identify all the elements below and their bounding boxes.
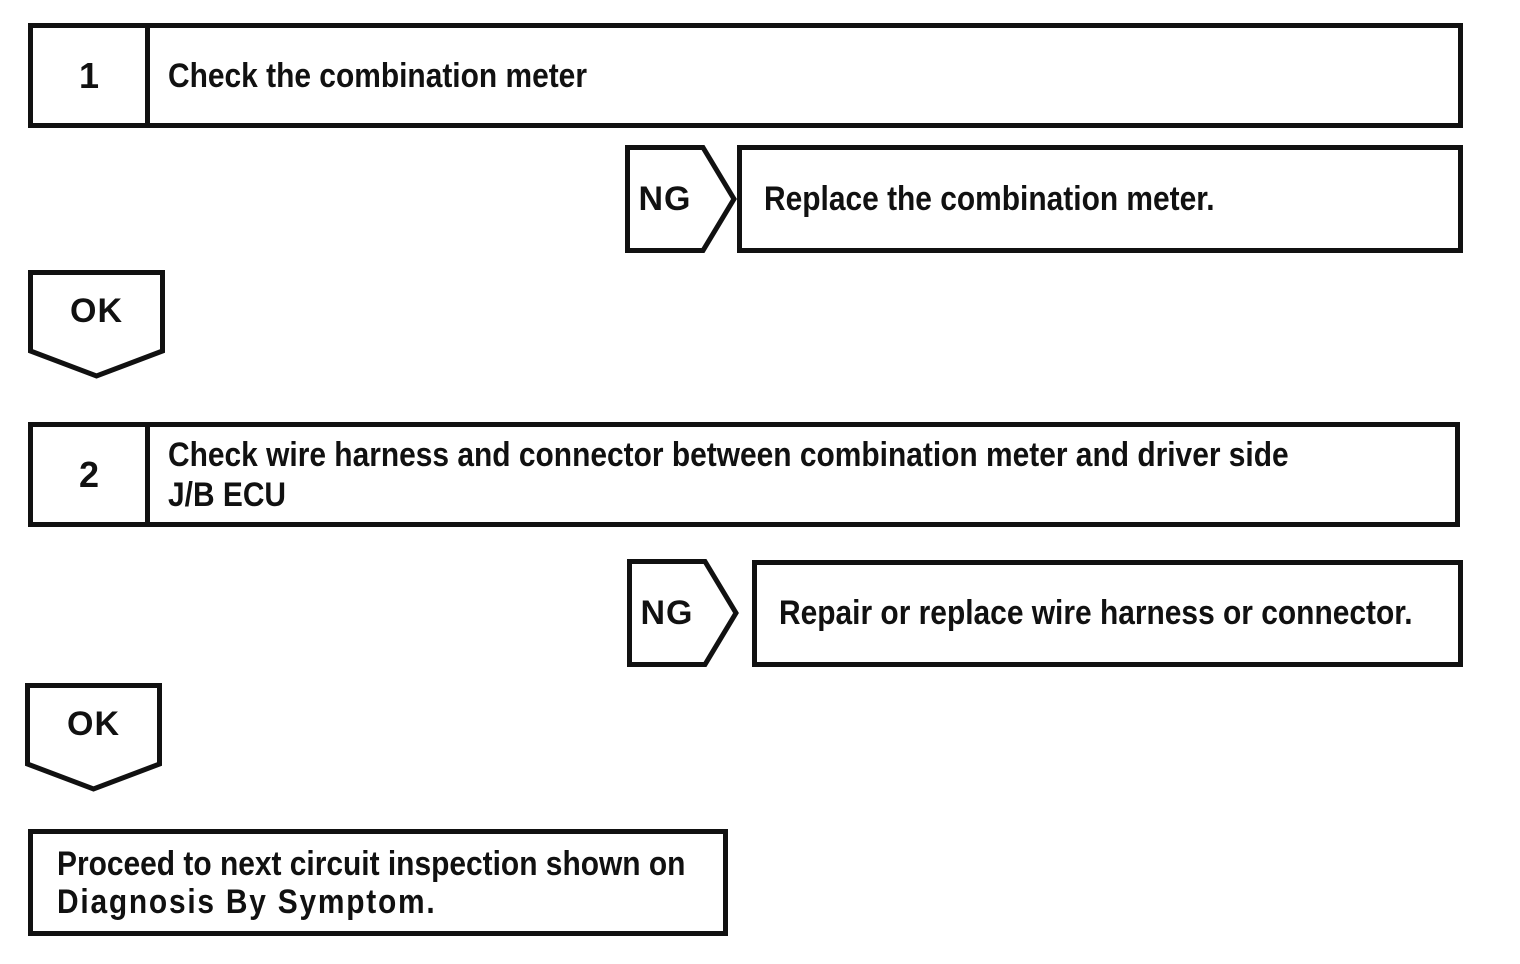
step-2-ok-connector: OK (25, 683, 162, 793)
step-2-title: Check wire harness and connector between… (150, 427, 1455, 522)
ng-arrow-icon (625, 145, 737, 253)
step-2-ng-label: NG (640, 593, 694, 632)
step-1-title-text: Check the combination meter (168, 56, 587, 95)
step-2-number: 2 (33, 427, 150, 522)
ok-arrow-icon (28, 270, 165, 379)
terminal-box: Proceed to next circuit inspection shown… (28, 829, 728, 936)
ng-arrow-icon (627, 559, 739, 667)
step-2-ok-label: OK (67, 704, 120, 743)
step-2-title-text: Check wire harness and connector between… (168, 435, 1289, 514)
step-2-ng-action-text: Repair or replace wire harness or connec… (779, 594, 1413, 632)
step-1-box: 1 Check the combination meter (28, 23, 1463, 128)
step-1-ok-label: OK (70, 291, 123, 330)
step-1-ok-connector: OK (28, 270, 165, 380)
step-1-ng-label: NG (638, 179, 692, 218)
step-2-ng-connector: NG (627, 559, 739, 667)
step-1-ng-connector: NG (625, 145, 737, 253)
step-1-number: 1 (33, 28, 150, 123)
step-2-ng-action-box: Repair or replace wire harness or connec… (752, 560, 1463, 667)
step-2-box: 2 Check wire harness and connector betwe… (28, 422, 1460, 527)
step-1-ng-action-text: Replace the combination meter. (764, 179, 1215, 218)
terminal-line-2: Diagnosis By Symptom. (57, 882, 437, 921)
terminal-line-1: Proceed to next circuit inspection shown… (57, 844, 686, 883)
ok-arrow-icon (25, 683, 162, 792)
step-1-title: Check the combination meter (150, 28, 1458, 123)
step-1-ng-action-box: Replace the combination meter. (737, 145, 1463, 253)
